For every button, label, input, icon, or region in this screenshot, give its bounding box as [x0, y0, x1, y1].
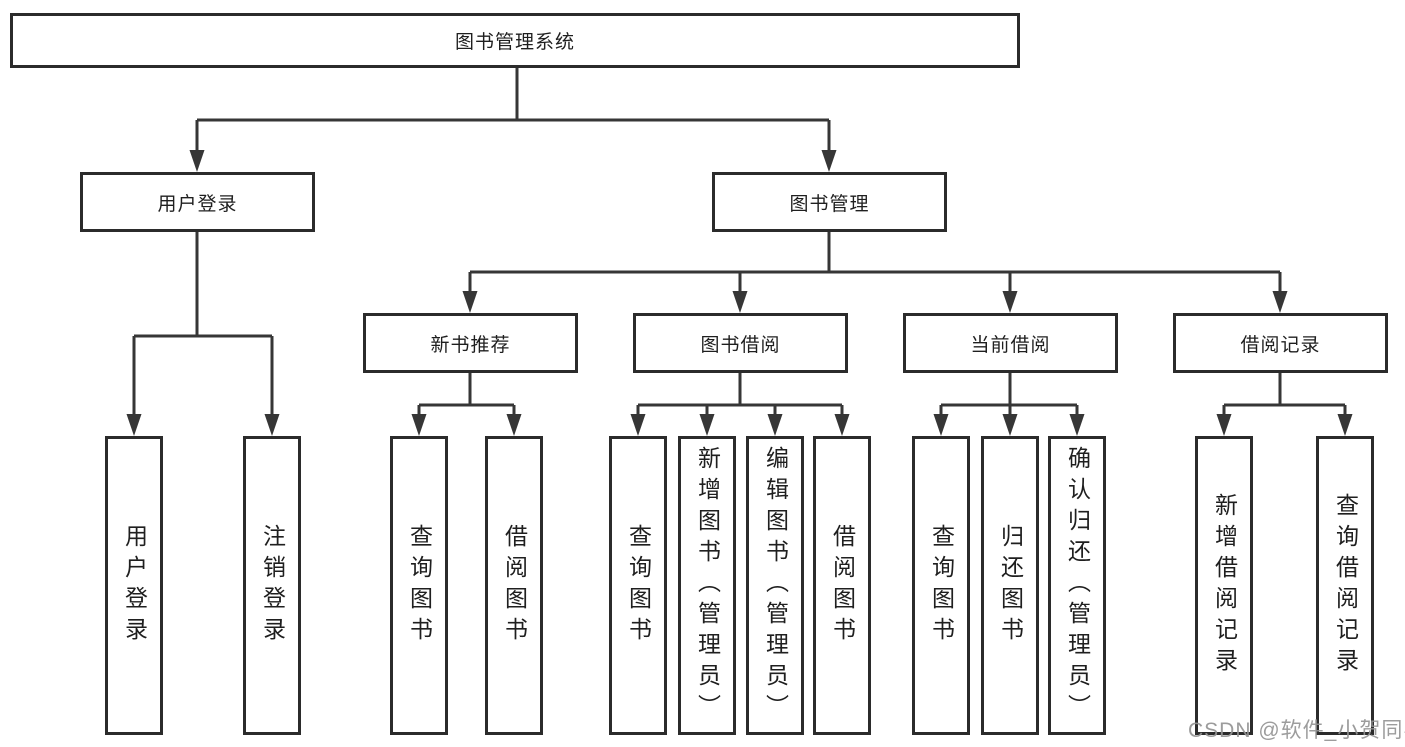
connector-borrow-records-children	[1222, 373, 1347, 416]
connector-book-management-children	[468, 232, 1282, 293]
arrowhead-new-book-recommend	[462, 291, 478, 313]
node-book-borrow-label: 图书借阅	[700, 334, 781, 356]
connector-new-book-recommend-children	[417, 373, 516, 416]
node-borrow-records-label: 借阅记录	[1240, 334, 1321, 356]
node-borrow-records: 借阅记录	[1173, 313, 1388, 373]
leaf-return-books: 归还图书	[981, 436, 1039, 735]
arrowhead-leaf	[1002, 414, 1018, 436]
connector-book-borrow-children	[636, 373, 844, 416]
leaf-label: 查询图书	[625, 523, 652, 648]
node-current-borrow: 当前借阅	[903, 313, 1118, 373]
leaf-label: 新增图书（管理员）	[694, 446, 721, 725]
connector-root-to-level2	[195, 68, 831, 152]
leaf-borrow-books-1: 借阅图书	[485, 436, 543, 735]
leaf-confirm-return-admin: 确认归还（管理员）	[1048, 436, 1106, 735]
leaf-query-books-2: 查询图书	[609, 436, 667, 735]
node-user-login: 用户登录	[80, 172, 315, 232]
node-current-borrow-label: 当前借阅	[970, 334, 1051, 356]
arrowhead-leaf	[1069, 414, 1085, 436]
leaf-label: 编辑图书（管理员）	[762, 446, 789, 725]
arrowhead-user-login	[189, 150, 205, 172]
arrowhead-leaf	[630, 414, 646, 436]
csdn-watermark: CSDN @软件_小贺同学	[1188, 719, 1405, 742]
leaf-query-books-1: 查询图书	[390, 436, 448, 735]
node-new-book-recommend-label: 新书推荐	[430, 334, 511, 356]
leaf-label: 归还图书	[997, 523, 1024, 648]
connector-current-borrow-children	[939, 373, 1079, 416]
leaf-user-login: 用户登录	[105, 436, 163, 735]
arrowhead-leaf	[506, 414, 522, 436]
leaf-edit-books-admin: 编辑图书（管理员）	[746, 436, 804, 735]
leaf-label: 查询借阅记录	[1332, 492, 1359, 679]
arrowhead-login-leaf	[126, 414, 142, 436]
leaf-label: 查询图书	[406, 523, 433, 648]
arrowhead-book-borrow	[732, 291, 748, 313]
leaf-logout: 注销登录	[243, 436, 301, 735]
arrowhead-leaf	[767, 414, 783, 436]
node-root: 图书管理系统	[10, 13, 1020, 68]
leaf-borrow-books-2: 借阅图书	[813, 436, 871, 735]
leaf-label: 查询图书	[928, 523, 955, 648]
arrowhead-leaf	[1337, 414, 1353, 436]
leaf-add-borrow-record: 新增借阅记录	[1195, 436, 1253, 735]
node-new-book-recommend: 新书推荐	[363, 313, 578, 373]
node-book-management: 图书管理	[712, 172, 947, 232]
leaf-label: 借阅图书	[829, 523, 856, 648]
arrowhead-leaf	[834, 414, 850, 436]
arrowhead-leaf	[1216, 414, 1232, 436]
arrowhead-current-borrow	[1002, 291, 1018, 313]
connector-user-login-children	[132, 232, 274, 416]
node-user-login-label: 用户登录	[157, 193, 238, 215]
node-book-borrow: 图书借阅	[633, 313, 848, 373]
arrowhead-leaf	[933, 414, 949, 436]
leaf-label: 确认归还（管理员）	[1064, 446, 1091, 725]
arrowhead-leaf	[699, 414, 715, 436]
node-book-management-label: 图书管理	[789, 193, 870, 215]
node-root-label: 图书管理系统	[454, 32, 575, 53]
arrowhead-book-management	[821, 150, 837, 172]
leaf-label: 用户登录	[121, 523, 148, 648]
leaf-label: 新增借阅记录	[1211, 492, 1238, 679]
leaf-label: 注销登录	[259, 523, 286, 648]
leaf-add-books-admin: 新增图书（管理员）	[678, 436, 736, 735]
arrowhead-borrow-records	[1272, 291, 1288, 313]
arrowhead-logout-leaf	[264, 414, 280, 436]
arrowhead-leaf	[411, 414, 427, 436]
leaf-label: 借阅图书	[501, 523, 528, 648]
leaf-query-books-3: 查询图书	[912, 436, 970, 735]
leaf-query-borrow-record: 查询借阅记录	[1316, 436, 1374, 735]
